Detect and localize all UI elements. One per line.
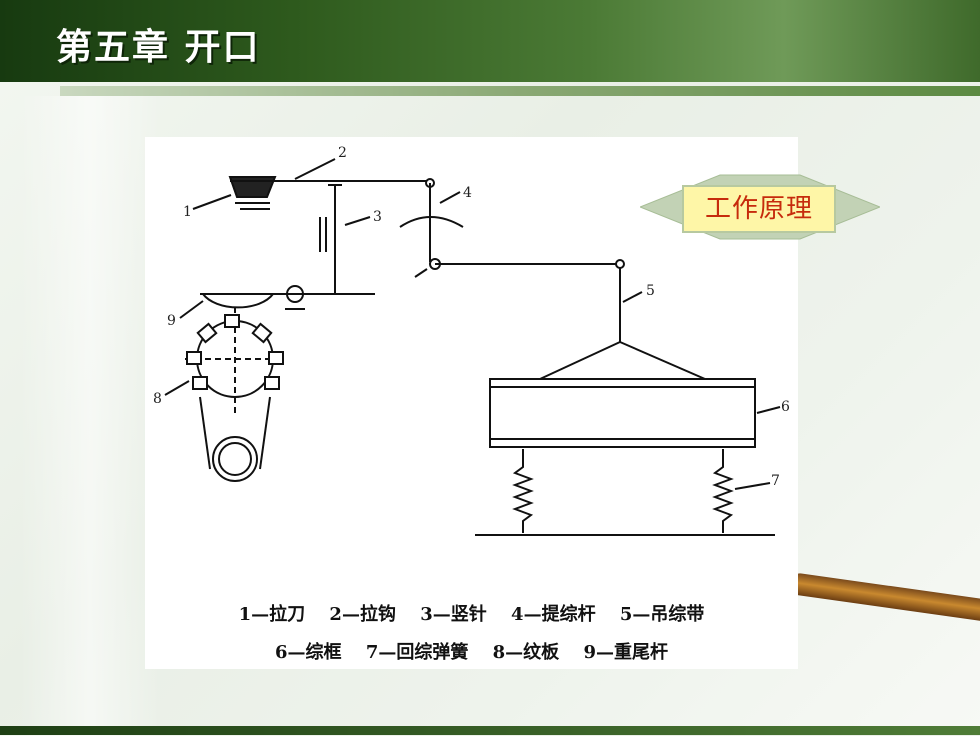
tail-pivot xyxy=(286,285,304,303)
part-label: 2 xyxy=(338,145,347,161)
legend-item: 2—拉钩 xyxy=(329,604,396,625)
part-label: 9 xyxy=(167,313,176,329)
legend-row-2: 6—综框 7—回综弹簧 8—纹板 9—重尾杆 xyxy=(145,638,798,664)
title-bar: 第五章 开口 xyxy=(0,0,980,82)
heald-frame xyxy=(489,378,756,448)
return-spring-right xyxy=(712,449,734,533)
background-light-streak xyxy=(20,96,160,736)
footer-bar xyxy=(0,726,980,735)
legend-item: 4—提综杆 xyxy=(511,604,596,625)
lever-swing-arc xyxy=(399,216,464,228)
part-label: 4 xyxy=(463,185,472,201)
legend-item: 7—回综弹簧 xyxy=(365,642,469,663)
page-title: 第五章 开口 xyxy=(56,26,261,68)
legend-item: 8—纹板 xyxy=(492,642,560,663)
legend-row-1: 1—拉刀 2—拉钩 3—竖针 4—提综杆 5—吊综带 xyxy=(145,600,798,626)
part-label: 7 xyxy=(771,473,780,489)
header-divider xyxy=(60,86,980,96)
part-label: 3 xyxy=(373,209,382,225)
part-label: 8 xyxy=(153,391,162,407)
pen-decoration xyxy=(788,572,980,628)
part-label: 1 xyxy=(183,204,192,220)
legend-item: 1—拉刀 xyxy=(238,604,306,625)
part-label: 5 xyxy=(646,283,655,299)
shedding-mechanism-diagram: 2 1 3 4 5 6 7 8 9 xyxy=(153,145,790,536)
return-spring-left xyxy=(512,449,534,533)
legend-item: 9—重尾杆 xyxy=(583,642,668,663)
legend-item: 6—综框 xyxy=(275,642,342,663)
working-principle-badge: 工作原理 xyxy=(682,185,836,233)
tail-weight-arc xyxy=(202,293,274,309)
legend-item: 5—吊综带 xyxy=(619,604,705,625)
legend-item: 3—竖针 xyxy=(420,604,487,625)
lower-drum xyxy=(212,436,258,482)
part-label: 6 xyxy=(781,399,790,415)
